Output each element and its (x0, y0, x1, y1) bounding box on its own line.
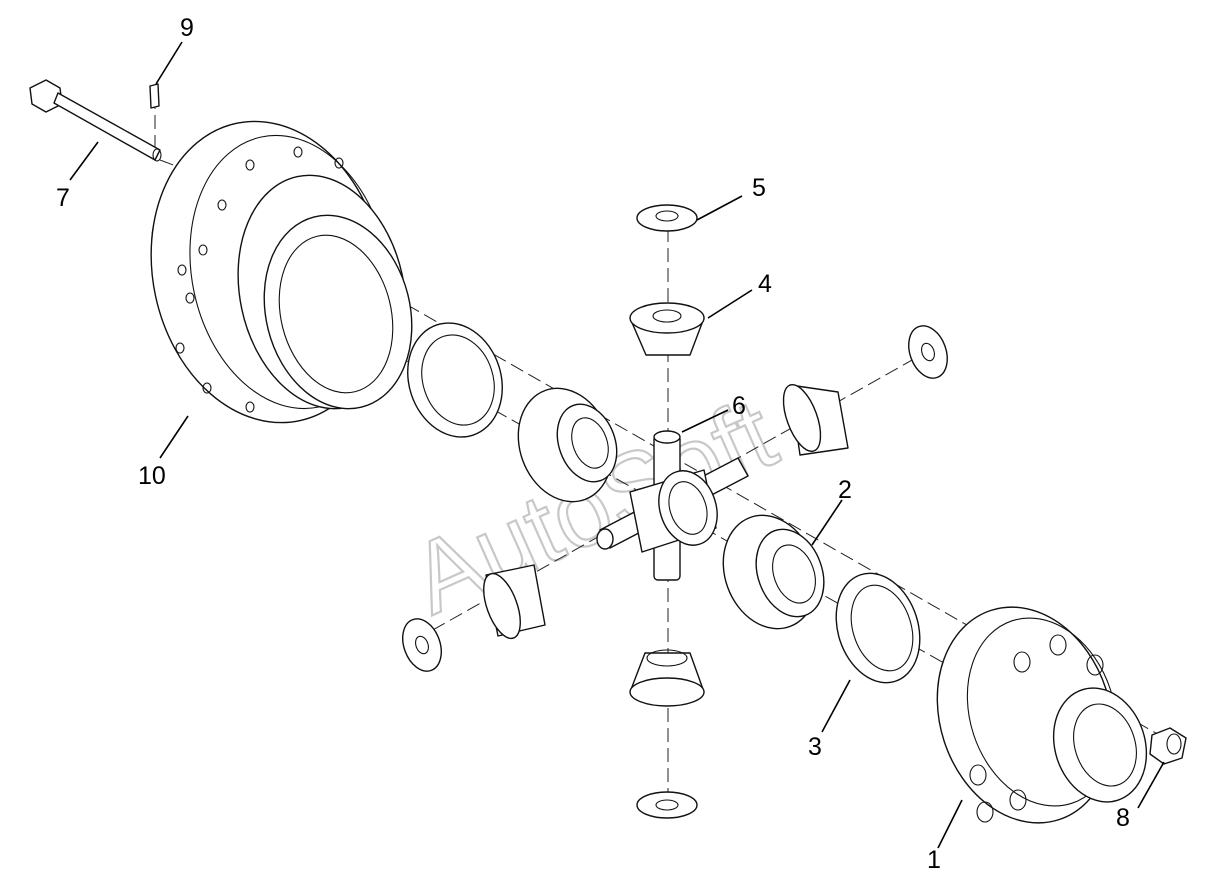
cotter-pin (149, 83, 160, 109)
leader-7 (69, 141, 99, 181)
pinion-gear-top (629, 302, 705, 356)
flanged-case-half (150, 120, 413, 424)
leader-9 (155, 41, 183, 85)
callout-labels: 1 2 3 4 5 6 7 8 9 10 (56, 14, 1130, 874)
side-gear-right (722, 514, 825, 630)
pinion-gear-bottom-face (629, 677, 705, 707)
pinion-gear-right (782, 384, 849, 456)
pinion-gear-bottom (629, 649, 705, 707)
pinion-washer-right-outer (908, 325, 948, 379)
pinion-washer-left-inner (415, 635, 429, 655)
callout-2: 2 (838, 476, 852, 504)
callout-6: 6 (732, 392, 746, 420)
bolt-shank (53, 92, 161, 161)
plain-case-rim (966, 617, 1118, 807)
nut-body (1149, 727, 1187, 765)
cross-spider (596, 430, 749, 581)
side-gear-left-hub (556, 403, 618, 483)
bolt-pin-hole (152, 148, 162, 162)
callout-9: 9 (180, 14, 194, 42)
pinion-washer-left (402, 618, 442, 672)
case-spline-ring (263, 214, 413, 410)
leader-8 (1137, 761, 1165, 809)
pinion-washer-bottom-inner (655, 799, 679, 811)
callout-8: 8 (1116, 804, 1130, 832)
spider-top-end (653, 430, 681, 444)
callout-3: 3 (808, 733, 822, 761)
leader-10 (159, 415, 189, 459)
case-bore (278, 234, 394, 394)
callout-7: 7 (56, 184, 70, 212)
plain-case-half (936, 606, 1148, 824)
nut (1149, 727, 1187, 765)
leader-2 (811, 499, 843, 546)
callout-5: 5 (752, 174, 766, 202)
leader-3 (821, 679, 851, 733)
spider-center-ring (658, 470, 718, 546)
callout-1: 1 (927, 846, 941, 874)
pinion-washer-bottom-outer (636, 791, 698, 819)
side-gear-right-bore (772, 544, 816, 604)
pinion-gear-top-face (629, 302, 705, 334)
bolt (29, 79, 162, 162)
leader-4 (707, 289, 753, 319)
pinion-washer-bottom (636, 791, 698, 819)
callout-4: 4 (758, 270, 772, 298)
pinion-gear-left-face (483, 572, 521, 640)
thrust-washer-left-outer (407, 322, 503, 438)
pinion-washer-right-inner (921, 342, 935, 362)
pinion-washer-top (636, 204, 698, 232)
thrust-washer-right-inner (850, 584, 914, 672)
callout-leaders (69, 41, 1165, 849)
thrust-washer-right-outer (835, 572, 921, 684)
thrust-washer-left (407, 322, 503, 438)
callout-10: 10 (138, 462, 166, 490)
cotter-pin-body (149, 83, 160, 109)
side-gear-left-bore (571, 417, 609, 469)
pinion-washer-right (908, 325, 948, 379)
pinion-gear-left (483, 564, 546, 640)
pinion-washer-top-outer (636, 204, 698, 232)
nut-bore (1166, 733, 1182, 755)
plain-case-bore (1073, 703, 1137, 787)
pinion-gear-right-face (782, 384, 822, 452)
side-gear-left (517, 387, 618, 503)
pinion-gear-bottom-top (646, 649, 688, 667)
cross-axis (414, 349, 931, 641)
plain-case-bolt-holes (969, 634, 1104, 823)
leader-5 (696, 195, 743, 221)
leader-6 (681, 409, 729, 433)
pinion-washer-top-inner (655, 210, 679, 222)
leader-1 (937, 799, 963, 849)
spider-center-bore (668, 481, 708, 535)
thrust-washer-right (835, 572, 921, 684)
thrust-washer-left-inner (421, 334, 495, 426)
flange-bolt-holes (175, 146, 344, 413)
pinion-washer-left-outer (402, 618, 442, 672)
side-gear-right-hub (755, 528, 825, 618)
spider-left-end (596, 528, 614, 550)
pinion-gear-top-bore (652, 309, 682, 323)
